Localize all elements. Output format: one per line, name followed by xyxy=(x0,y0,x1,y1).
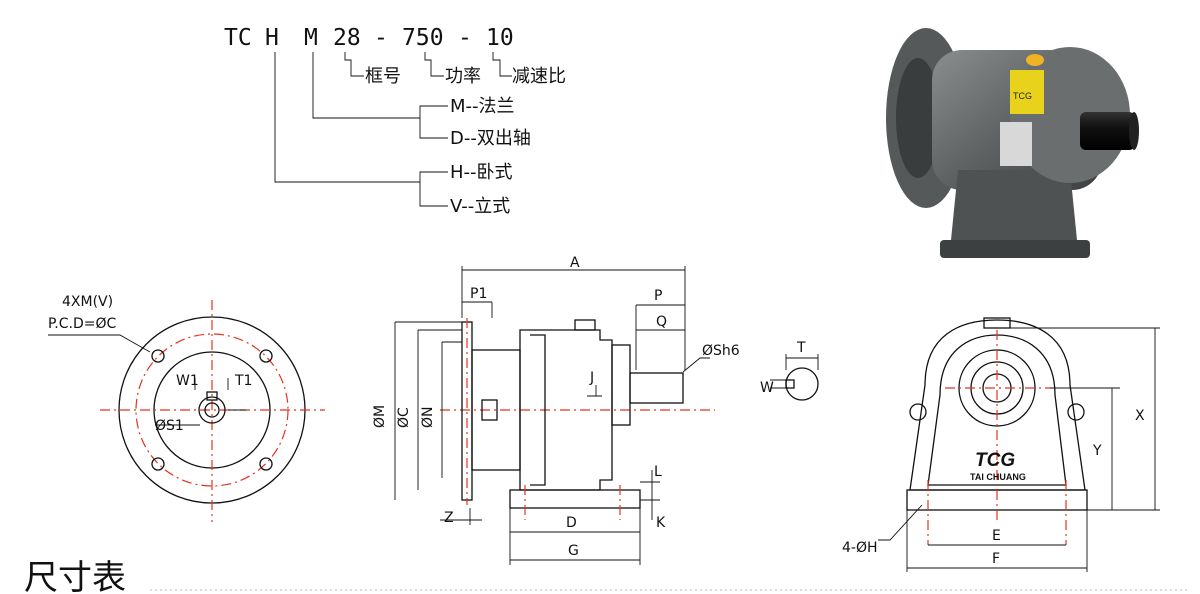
side-oil-plug xyxy=(574,319,596,331)
side-dimensions xyxy=(394,266,710,565)
legend-orient-v: V--立式 xyxy=(450,196,510,217)
end-view xyxy=(906,317,1088,545)
code-ratio: 10 xyxy=(486,25,514,51)
code-frame: 28 xyxy=(333,25,361,51)
front-flange-view xyxy=(48,300,325,522)
flange-bolt-holes xyxy=(151,349,273,471)
dim-z: Z xyxy=(444,510,454,526)
code-tc: TC xyxy=(224,25,252,51)
dim-f: F xyxy=(992,551,1000,567)
key-w-label: W xyxy=(760,380,774,396)
end-brand-logo: TCG xyxy=(975,450,1015,471)
dim-p: P xyxy=(654,288,662,304)
legend-power: 功率 xyxy=(445,66,481,87)
dim-j: J xyxy=(589,370,594,386)
key-t-label: T xyxy=(796,340,806,356)
dim-g: G xyxy=(568,543,579,559)
end-brand-sub: TAI CHUANG xyxy=(970,472,1026,482)
photo-base xyxy=(950,170,1078,250)
code-dash-2: - xyxy=(458,25,472,51)
dim-k: K xyxy=(656,515,666,531)
photo-oil-plug xyxy=(1026,54,1044,66)
legend-mount-m: M--法兰 xyxy=(450,96,515,117)
table-title: 尺寸表 xyxy=(24,558,126,594)
front-t1-label: T1 xyxy=(234,373,252,389)
keyway xyxy=(206,391,218,401)
key-shaft-section xyxy=(785,367,819,401)
dim-q: Q xyxy=(656,314,667,330)
dim-y: Y xyxy=(1092,443,1102,459)
dim-sh6: ØSh6 xyxy=(702,343,740,359)
dim-e: E xyxy=(992,528,1001,544)
product-photo: TCG xyxy=(886,28,1139,258)
code-h: H xyxy=(265,25,279,51)
side-view xyxy=(440,318,715,520)
shaft-bore xyxy=(198,396,226,424)
side-output-housing xyxy=(611,344,631,426)
key-slot xyxy=(785,379,795,389)
front-holes-label: 4XM(V) xyxy=(62,294,113,310)
model-code: TC H M 28 - 750 - 10 xyxy=(224,25,514,51)
end-oil-plug xyxy=(983,317,1011,329)
code-m: M xyxy=(304,25,318,51)
front-w1-label: W1 xyxy=(176,373,199,389)
legend-ratio: 减速比 xyxy=(512,66,566,87)
end-dimensions xyxy=(878,327,1160,572)
dim-h: 4-ØH xyxy=(842,540,878,556)
legend-mount-d: D--双出轴 xyxy=(450,128,531,149)
dim-l: L xyxy=(654,464,662,480)
side-output-shaft xyxy=(629,372,684,404)
legend-frame: 框号 xyxy=(365,66,401,87)
end-housing xyxy=(909,319,1086,491)
dim-a: A xyxy=(570,255,580,271)
key-view xyxy=(770,354,819,401)
dim-d: D xyxy=(566,515,577,531)
dim-n: ØN xyxy=(420,407,436,429)
side-base-foot xyxy=(509,489,641,509)
dim-p1: P1 xyxy=(470,286,487,302)
dim-c: ØC xyxy=(396,407,412,428)
code-leader-lines xyxy=(274,52,512,207)
legend-orient-h: H--卧式 xyxy=(450,162,513,183)
photo-output-shaft xyxy=(1080,112,1135,150)
photo-badge-text: TCG xyxy=(1013,91,1032,101)
code-power: 750 xyxy=(402,25,444,51)
front-pcd-label: P.C.D=ØC xyxy=(48,316,116,332)
front-s1-label: ØS1 xyxy=(155,418,184,434)
dim-m: ØM xyxy=(372,405,388,428)
code-dash-1: - xyxy=(374,25,388,51)
dim-x: X xyxy=(1135,408,1145,424)
photo-nameplate xyxy=(1000,122,1032,166)
photo-badge xyxy=(1010,70,1044,114)
